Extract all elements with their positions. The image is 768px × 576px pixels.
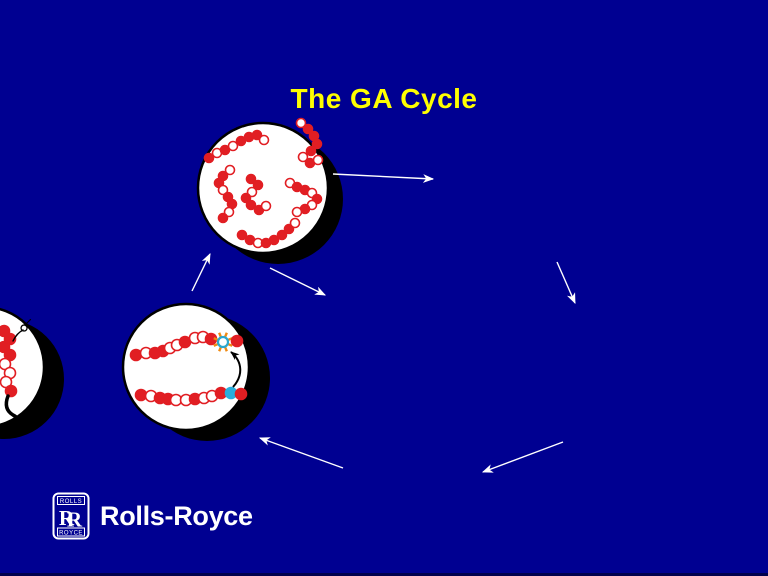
gene-red-bead	[245, 199, 257, 211]
chromosome-chain	[295, 117, 324, 169]
chromosome-chain	[134, 386, 248, 407]
gene-white-bead	[217, 184, 229, 196]
gene-red-bead	[217, 212, 229, 224]
gene-mutated-bead	[216, 335, 230, 349]
chromosome-chain	[240, 173, 272, 216]
badge-top-label: ROLLS	[60, 499, 82, 505]
cycle-flow-arrow	[481, 441, 564, 473]
gene-red-bead	[219, 144, 231, 156]
gene-red-bead	[4, 384, 18, 398]
chromosome-chain	[284, 177, 323, 218]
gene-red-bead	[203, 152, 215, 164]
gene-red-bead	[236, 229, 248, 241]
cycle-flow-arrow	[191, 253, 211, 292]
gene-red-bead	[245, 173, 257, 185]
gene-white-bead	[224, 164, 236, 176]
gene-red-bead	[283, 223, 295, 235]
cycle-flow-arrow	[269, 267, 326, 296]
mutation-arrow	[230, 351, 242, 388]
badge-monogram-r1: R	[59, 506, 75, 530]
gene-white-bead	[295, 117, 307, 129]
population-circle	[196, 117, 343, 264]
gene-white-bead	[260, 200, 272, 212]
gene-white-bead	[258, 134, 270, 146]
gene-red-bead	[234, 387, 248, 401]
chromosome-chain	[203, 129, 270, 164]
badge-top-box	[57, 496, 85, 505]
crossover-circle-offscreen	[0, 307, 64, 439]
chromosome-chain	[213, 164, 238, 224]
cut-mark-hook	[4, 394, 20, 425]
gene-red-bead	[252, 179, 264, 191]
slide-bottom-edge	[0, 573, 768, 576]
rolls-royce-logo: ROLLS R R ROYCE Rolls-Royce	[52, 492, 253, 540]
gene-red-bead	[129, 348, 143, 362]
gene-red-bead	[268, 234, 280, 246]
gene-red-bead	[240, 192, 252, 204]
cut-mark-glyph	[20, 318, 32, 332]
gene-white-bead	[223, 206, 235, 218]
badge-outline	[52, 492, 90, 540]
cycle-flow-arrow	[332, 173, 435, 183]
chromosome-chain	[236, 217, 301, 249]
gene-white-bead	[246, 186, 258, 198]
gene-red-bead	[276, 229, 288, 241]
gene-white-bead	[289, 217, 301, 229]
gene-red-bead	[230, 334, 244, 348]
badge-monogram-r2: R	[67, 508, 83, 532]
chromosome-chain	[0, 324, 18, 398]
cycle-flow-arrow	[556, 261, 576, 305]
gene-white-bead	[312, 154, 324, 166]
gene-white-bead	[291, 206, 303, 218]
gene-red-bead	[311, 138, 323, 150]
gene-red-bead	[251, 129, 263, 141]
gene-red-bead	[305, 145, 317, 157]
gene-red-bead	[235, 135, 247, 147]
mutation-circle-disc	[121, 302, 251, 432]
rolls-royce-wordmark: Rolls-Royce	[100, 500, 253, 531]
mutation-circle	[121, 302, 270, 441]
rolls-royce-badge-icon: ROLLS R R ROYCE	[52, 492, 90, 540]
slide-title: The GA Cycle	[290, 83, 478, 114]
badge-bottom-label: ROYCE	[59, 531, 83, 537]
gene-red-bead	[302, 123, 314, 135]
gene-white-bead	[227, 140, 239, 152]
gene-white-bead	[297, 151, 309, 163]
badge-bottom-box	[57, 527, 85, 537]
chromosome-chain	[129, 330, 244, 362]
cycle-flow-arrow	[258, 437, 344, 469]
